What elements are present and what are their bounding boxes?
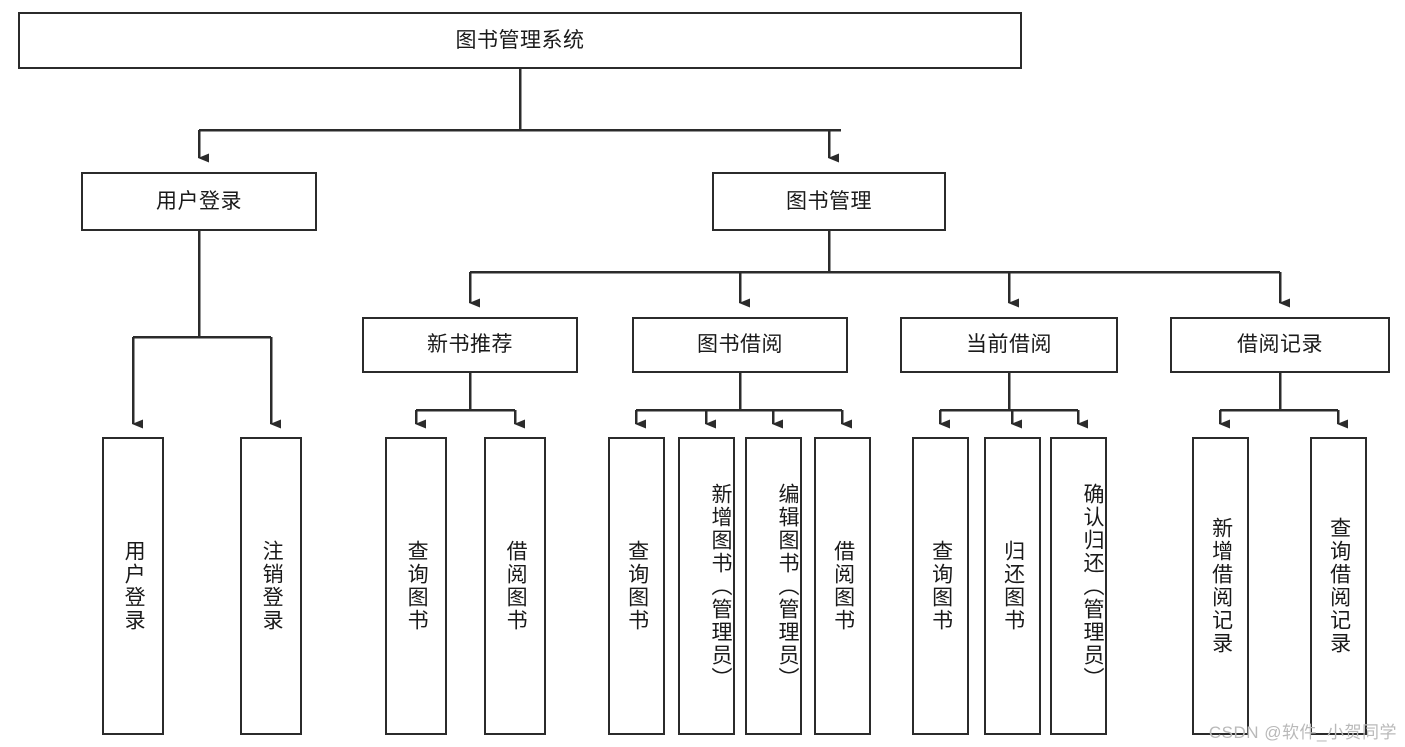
node-borrow-record-label: 借阅记录 xyxy=(1237,333,1323,357)
node-leaf-add-borrow-record[interactable]: 新增借阅记录 xyxy=(1192,437,1249,735)
node-book-borrow[interactable]: 图书借阅 xyxy=(632,317,848,373)
node-new-book-recommend[interactable]: 新书推荐 xyxy=(362,317,578,373)
node-user-login[interactable]: 用户登录 xyxy=(81,172,317,231)
node-leaf-user-login-label: 用户登录 xyxy=(122,540,146,632)
node-leaf-query-book-current[interactable]: 查询图书 xyxy=(912,437,969,735)
node-leaf-query-book-borrow[interactable]: 查询图书 xyxy=(608,437,665,735)
node-leaf-borrow-book[interactable]: 借阅图书 xyxy=(814,437,871,735)
node-leaf-query-book-borrow-label: 查询图书 xyxy=(625,540,649,632)
node-leaf-edit-book-label: 编辑图书（管理员） xyxy=(776,482,799,690)
node-book-management-label: 图书管理 xyxy=(786,189,872,213)
node-root-label: 图书管理系统 xyxy=(455,28,585,52)
node-current-borrow[interactable]: 当前借阅 xyxy=(900,317,1118,373)
node-leaf-logout-label: 注销登录 xyxy=(260,540,284,632)
node-leaf-borrow-book-label: 借阅图书 xyxy=(831,540,855,632)
node-leaf-add-book-label: 新增图书（管理员） xyxy=(709,482,732,690)
node-leaf-query-borrow-record[interactable]: 查询借阅记录 xyxy=(1310,437,1367,735)
node-user-login-label: 用户登录 xyxy=(156,189,242,213)
node-leaf-query-borrow-record-label: 查询借阅记录 xyxy=(1327,517,1351,655)
node-leaf-confirm-return[interactable]: 确认归还（管理员） xyxy=(1050,437,1107,735)
node-leaf-query-book-recommend[interactable]: 查询图书 xyxy=(385,437,447,735)
node-new-book-recommend-label: 新书推荐 xyxy=(427,333,513,357)
node-leaf-return-book-label: 归还图书 xyxy=(1001,540,1025,632)
node-current-borrow-label: 当前借阅 xyxy=(966,333,1052,357)
node-leaf-edit-book[interactable]: 编辑图书（管理员） xyxy=(745,437,802,735)
node-leaf-borrow-book-recommend[interactable]: 借阅图书 xyxy=(484,437,546,735)
node-leaf-add-borrow-record-label: 新增借阅记录 xyxy=(1209,517,1233,655)
node-leaf-user-login[interactable]: 用户登录 xyxy=(102,437,164,735)
node-leaf-query-book-recommend-label: 查询图书 xyxy=(405,540,429,632)
node-book-management[interactable]: 图书管理 xyxy=(712,172,946,231)
node-borrow-record[interactable]: 借阅记录 xyxy=(1170,317,1390,373)
node-leaf-add-book[interactable]: 新增图书（管理员） xyxy=(678,437,735,735)
node-book-borrow-label: 图书借阅 xyxy=(697,333,783,357)
node-leaf-borrow-book-recommend-label: 借阅图书 xyxy=(504,540,528,632)
node-leaf-confirm-return-label: 确认归还（管理员） xyxy=(1081,482,1104,690)
node-leaf-logout[interactable]: 注销登录 xyxy=(240,437,302,735)
node-root[interactable]: 图书管理系统 xyxy=(18,12,1022,69)
node-leaf-query-book-current-label: 查询图书 xyxy=(929,540,953,632)
node-leaf-return-book[interactable]: 归还图书 xyxy=(984,437,1041,735)
